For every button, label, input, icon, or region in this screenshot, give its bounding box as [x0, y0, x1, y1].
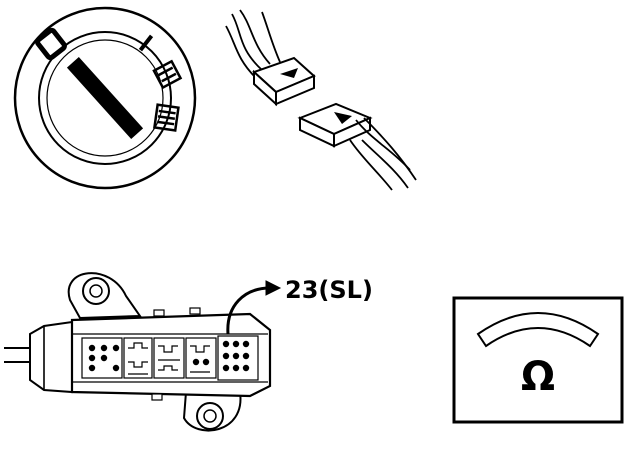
- lower-connector-arrow: [334, 112, 352, 124]
- circuit-trace: [128, 342, 148, 349]
- position-i-stroke: [138, 34, 154, 52]
- circuit-block-3: [153, 337, 185, 379]
- circuit-block-5-frame: [217, 335, 259, 381]
- circuit-trace: [158, 345, 178, 353]
- ohmmeter: Ω: [452, 296, 624, 424]
- upper-connector-arrow: [280, 68, 298, 78]
- callout-arrow-head: [265, 280, 282, 296]
- contact-dot: [232, 352, 240, 360]
- terminal-pin: [189, 307, 201, 315]
- circuit-trace: [128, 361, 148, 368]
- circuit-block-2: [123, 337, 153, 379]
- terminal-pin: [151, 393, 163, 401]
- position-ii-frame: [152, 59, 183, 90]
- contact-dot: [100, 354, 108, 362]
- ignition-switch-dial: [13, 6, 197, 190]
- switch-module: [4, 272, 282, 432]
- contact-dot: [242, 340, 250, 348]
- upper-connector-front: [275, 74, 315, 106]
- contact-dot: [112, 344, 120, 352]
- contact-dot: [112, 364, 120, 372]
- position-iii-stroke-3: [157, 120, 175, 126]
- position-ii-stroke-2: [161, 72, 177, 83]
- contact-dot: [88, 364, 96, 372]
- circuit-block-3-frame: [153, 337, 185, 379]
- contact-dot: [202, 358, 210, 366]
- contact-dot: [88, 344, 96, 352]
- callout-arrow-line: [226, 286, 271, 335]
- circuit-trace: [190, 345, 210, 353]
- key-slot: [66, 56, 144, 140]
- contact-dot: [242, 352, 250, 360]
- connector-pair: [225, 9, 417, 191]
- callout-label-23-sl: 23(SL): [285, 276, 373, 304]
- contact-dot: [222, 340, 230, 348]
- contact-dot: [232, 364, 240, 372]
- upper-wire-1: [231, 13, 263, 71]
- upper-wire-4: [261, 11, 281, 63]
- ohm-symbol: Ω: [521, 354, 555, 400]
- ohmmeter-scale-arc: [476, 312, 600, 348]
- contact-dot: [242, 364, 250, 372]
- upper-mount-hole-inner: [89, 284, 103, 298]
- circuit-block-4: [185, 337, 217, 379]
- circuit-block-5: [217, 335, 259, 381]
- upper-wire-3: [225, 25, 257, 79]
- circuit-block-1: [81, 337, 123, 379]
- contact-dot: [232, 340, 240, 348]
- position-mark-iii: [153, 103, 180, 132]
- lower-wire-3: [349, 139, 393, 191]
- contact-dot: [222, 364, 230, 372]
- position-0-ring: [35, 27, 67, 61]
- lower-mount-hole-inner: [203, 409, 217, 423]
- contact-dot: [222, 352, 230, 360]
- module-body: [70, 312, 272, 398]
- upper-wire-2: [239, 9, 271, 65]
- circuit-trace: [158, 365, 178, 371]
- circuit-block-1-frame: [81, 337, 123, 379]
- dial-lock-cylinder: [46, 39, 164, 157]
- lower-wire-4: [361, 139, 409, 189]
- position-iii-frame: [153, 103, 180, 132]
- lower-wire-2: [363, 117, 417, 181]
- position-mark-i: [138, 34, 154, 52]
- circuit-block-2-frame: [123, 337, 153, 379]
- position-iii-stroke-1: [158, 109, 176, 115]
- upper-connector: [252, 56, 316, 107]
- position-mark-ii: [152, 59, 183, 90]
- key-slot-bar: [66, 56, 144, 140]
- contact-dot: [100, 344, 108, 352]
- contact-dot: [88, 354, 96, 362]
- position-mark-0: [35, 27, 67, 61]
- contact-dot: [192, 358, 200, 366]
- position-ii-stroke-1: [157, 66, 174, 77]
- position-iii-stroke-2: [157, 115, 176, 120]
- terminal-pin: [153, 309, 165, 317]
- circuit-block-4-frame: [185, 337, 217, 379]
- module-end-cap: [29, 320, 73, 394]
